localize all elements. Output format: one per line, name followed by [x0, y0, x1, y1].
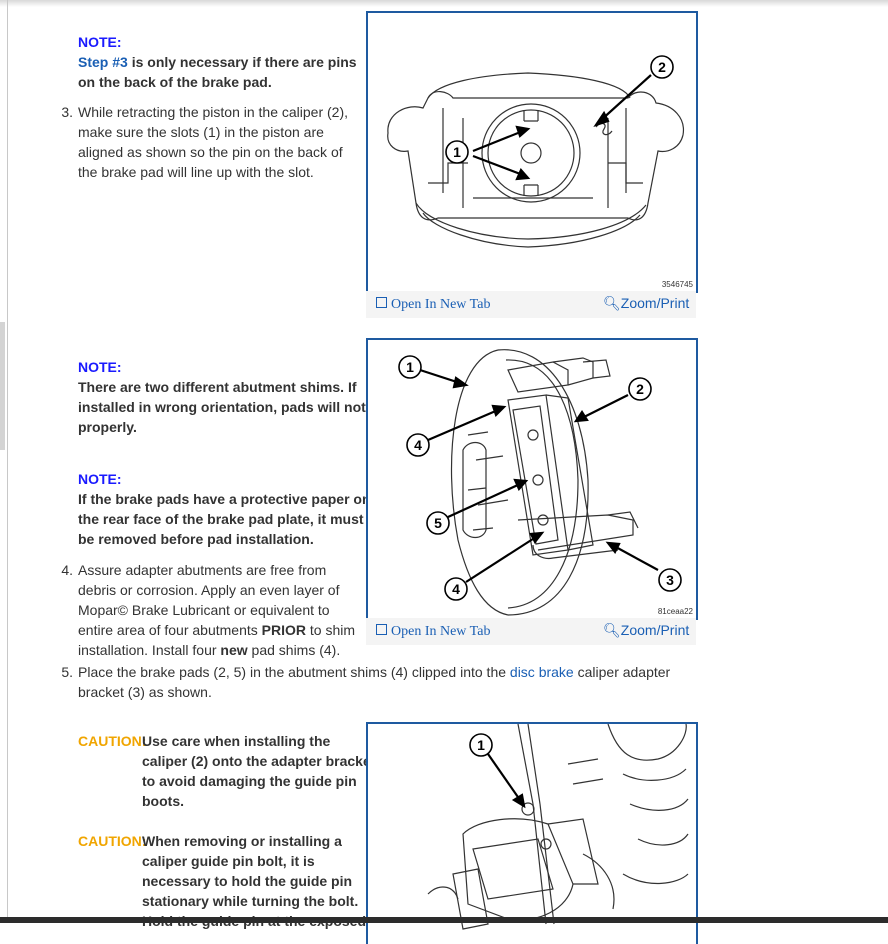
callout-number: 5: [434, 515, 442, 531]
caution-line: caliper (2) onto the adapter bracket: [142, 753, 376, 769]
open-in-new-tab-link[interactable]: Open In New Tab: [376, 294, 490, 314]
caliper-install-illustration: 1: [427, 724, 689, 930]
new-tab-icon: [376, 624, 387, 635]
note-line: installed in wrong orientation, pads wil…: [78, 399, 383, 415]
step-4-line: Assure adapter abutments are free from: [78, 562, 327, 578]
figure-brake-pads[interactable]: 1 2 3 4 5 4 81ceaa22: [366, 338, 698, 620]
left-border: [7, 0, 8, 923]
caution-line: to avoid damaging the guide pin: [142, 773, 357, 789]
note-text: Step #3 is only necessary if there are p…: [78, 54, 357, 90]
step-4-line: entire area of four abutments PRIOR to s…: [78, 622, 356, 638]
zoom-icon: 🔍︎: [603, 295, 621, 311]
callout-number: 3: [666, 572, 674, 588]
note-line: be removed before pad installation.: [78, 531, 314, 547]
callout-number: 1: [477, 737, 485, 753]
note-label: NOTE:: [78, 471, 122, 487]
callout-number: 2: [658, 59, 666, 75]
open-in-new-tab-link[interactable]: Open In New Tab: [376, 621, 490, 641]
callout-marker: [445, 140, 469, 164]
note-line: properly.: [78, 419, 137, 435]
figure-caliper-install[interactable]: 1: [366, 722, 698, 944]
step-4-line: debris or corrosion. Apply an even layer…: [78, 582, 340, 598]
figure-code: 81ceaa22: [657, 607, 693, 616]
step-5-line: bracket (3) as shown.: [78, 684, 212, 700]
brake-pads-illustration: 1 2 3 4 5 4: [398, 349, 682, 616]
step-3-line: While retracting the piston in the calip…: [78, 104, 349, 120]
caution-line: Use care when installing the: [142, 733, 331, 749]
callout-number: 4: [452, 581, 460, 597]
disc-brake-link[interactable]: disc brake: [509, 664, 574, 680]
caution-label: CAUTION:: [78, 833, 147, 849]
zoom-print-link[interactable]: 🔍︎Zoom/Print: [603, 295, 690, 311]
caution-line: caliper guide pin bolt, it is: [142, 853, 315, 869]
callout-marker: [628, 377, 652, 401]
callout-marker: [444, 577, 468, 601]
step-number: 4.: [61, 562, 73, 578]
step-5-line: Place the brake pads (2, 5) in the abutm…: [78, 664, 671, 680]
callout-marker: [398, 355, 422, 379]
figure-caliper-piston[interactable]: 2 1 3546745: [366, 11, 698, 293]
figure-toolbar: [366, 291, 696, 318]
callout-number: 4: [414, 437, 422, 453]
note-line: the rear face of the brake pad plate, it…: [78, 511, 364, 527]
callout-number: 2: [636, 381, 644, 397]
callout-number: 1: [453, 144, 461, 160]
callout-marker: [650, 55, 674, 79]
step-number: 5.: [61, 664, 73, 680]
step-4-line: installation. Install four new pad shims…: [78, 642, 341, 658]
callout-marker: [658, 568, 682, 592]
caliper-piston-illustration: 2 1: [387, 55, 684, 248]
figure-code: 3546745: [661, 280, 693, 289]
figure-toolbar: [366, 618, 696, 645]
step-3-line: aligned as shown so the pin on the back …: [78, 144, 343, 160]
note-label: NOTE:: [78, 34, 122, 50]
step-3-line: the brake pad will line up with the slot…: [78, 164, 314, 180]
new-tab-icon: [376, 297, 387, 308]
note-label: NOTE:: [78, 359, 122, 375]
caution-label: CAUTION:: [78, 733, 147, 749]
caution-line: boots.: [142, 793, 184, 809]
callout-marker: [426, 511, 450, 535]
top-shadow: [0, 0, 888, 7]
scrollbar-thumb[interactable]: [0, 322, 5, 450]
caution-line: When removing or installing a: [142, 833, 342, 849]
note-line: If the brake pads have a protective pape…: [78, 491, 371, 507]
callout-marker: [406, 433, 430, 457]
caution-line: stationary while turning the bolt.: [142, 893, 359, 909]
zoom-print-link[interactable]: 🔍︎Zoom/Print: [603, 622, 690, 638]
note-line: There are two different abutment shims. …: [78, 379, 357, 395]
callout-marker: [469, 733, 493, 757]
step-link[interactable]: Step #3: [78, 54, 128, 70]
step-3-line: make sure the slots (1) in the piston ar…: [78, 124, 324, 140]
caution-line: necessary to hold the guide pin: [142, 873, 353, 889]
zoom-icon: 🔍︎: [603, 622, 621, 638]
bottom-taskbar: [0, 917, 888, 923]
step-4-line: Mopar© Brake Lubricant or equivalent to: [78, 602, 330, 618]
callout-number: 1: [406, 359, 414, 375]
step-number: 3.: [61, 104, 73, 120]
